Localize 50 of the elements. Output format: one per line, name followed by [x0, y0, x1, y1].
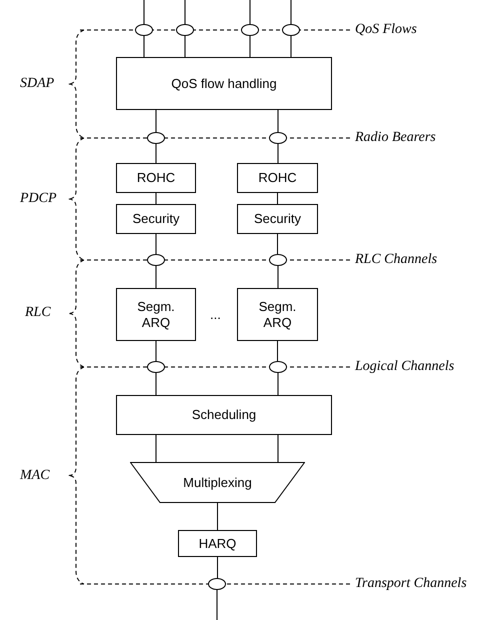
process-box	[116, 57, 332, 110]
connector-line	[290, 0, 292, 24]
layer-boundary-label: RLC Channels	[355, 252, 438, 268]
process-box	[237, 163, 318, 193]
connector-line	[290, 36, 292, 58]
access-point-ellipse	[208, 578, 226, 590]
connector-line	[184, 36, 186, 58]
layer-boundary-label: Radio Bearers	[355, 130, 436, 146]
connector-line	[217, 556, 218, 578]
box-label: Security	[253, 211, 302, 227]
access-point-ellipse	[147, 361, 165, 373]
layer-label: SDAP	[20, 76, 54, 92]
access-point-ellipse	[282, 24, 300, 36]
access-point-ellipse	[269, 361, 287, 373]
process-box	[237, 288, 318, 341]
access-point-ellipse	[147, 132, 165, 144]
layer-boundary-label: Logical Channels	[355, 359, 454, 375]
access-point-ellipse	[147, 254, 165, 266]
process-box	[116, 288, 196, 341]
box-label: Multiplexing	[182, 474, 253, 490]
box-label: Security	[132, 211, 180, 227]
access-point-ellipse	[241, 24, 259, 36]
box-label: QoS flow handling	[170, 76, 278, 92]
box-label: ROHC	[136, 170, 176, 186]
process-box	[116, 395, 332, 435]
process-box	[178, 530, 257, 557]
process-box	[237, 204, 318, 234]
process-box	[116, 204, 196, 234]
box-label: Scheduling	[190, 407, 258, 423]
access-point-ellipse	[269, 254, 287, 266]
layer-boundary-label: Transport Channels	[355, 576, 467, 592]
connector-line	[277, 234, 278, 254]
access-point-ellipse	[176, 24, 194, 36]
box-label: HARQ	[198, 536, 238, 552]
layer-label: PDCP	[20, 191, 57, 207]
layer-boundary-label: QoS Flows	[355, 22, 417, 38]
box-label: Segm. ARQ	[258, 298, 298, 330]
connector-line	[277, 340, 278, 362]
box-label: ROHC	[257, 170, 298, 186]
layer-label: MAC	[20, 468, 50, 484]
access-point-ellipse	[135, 24, 153, 36]
connector-line	[216, 590, 218, 620]
ellipsis: ...	[210, 307, 221, 322]
connector-line	[217, 502, 218, 530]
layer-label: RLC	[25, 305, 51, 321]
connector-line	[277, 192, 278, 204]
access-point-ellipse	[269, 132, 287, 144]
box-label: Segm. ARQ	[136, 298, 176, 330]
connector-line	[184, 0, 186, 24]
process-box	[116, 163, 196, 193]
